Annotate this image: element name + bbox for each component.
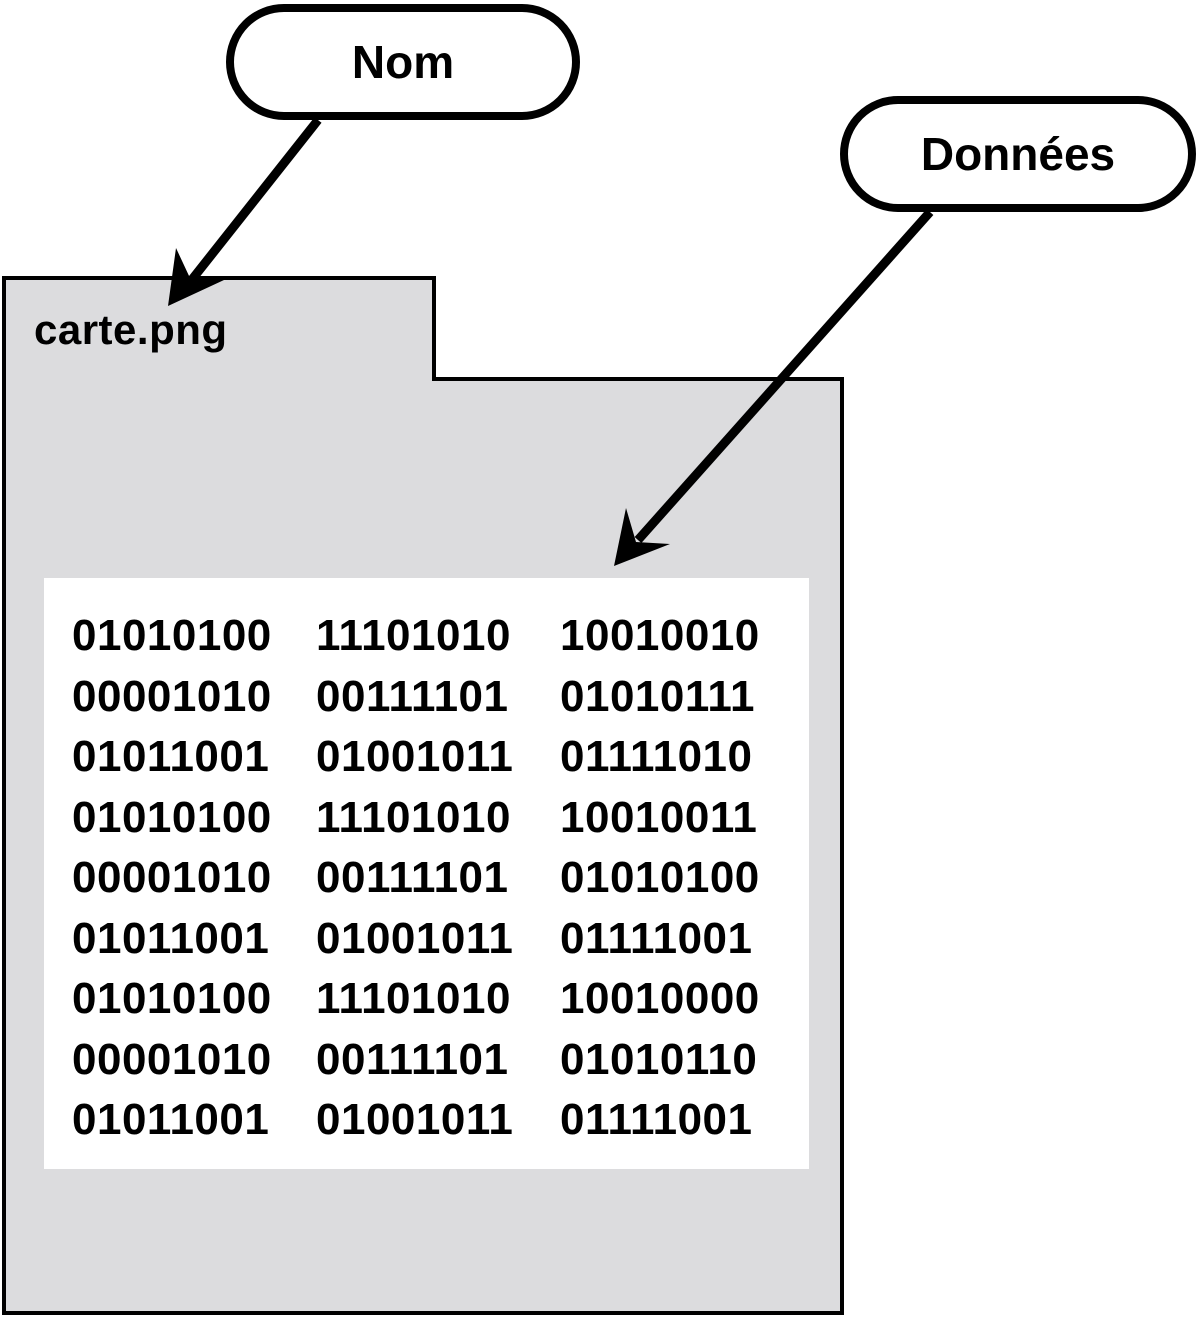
data-row: 01011001 01001011 01111001 bbox=[72, 909, 792, 969]
data-byte: 00001010 bbox=[72, 671, 272, 721]
data-byte: 11101010 bbox=[316, 792, 511, 842]
name-callout: Nom bbox=[226, 4, 580, 120]
data-byte: 00001010 bbox=[72, 853, 272, 902]
data-callout-label: Données bbox=[920, 128, 1116, 180]
data-byte: 01111001 bbox=[560, 913, 753, 963]
data-arrow-head bbox=[614, 508, 670, 566]
data-byte: 00111101 bbox=[316, 671, 509, 721]
data-row: 00001010 00111101 01010111 bbox=[72, 667, 792, 727]
data-callout: Données bbox=[840, 96, 1196, 212]
data-arrow-line bbox=[634, 209, 934, 543]
data-byte: 11101010 bbox=[316, 611, 511, 660]
data-byte: 01010110 bbox=[560, 1034, 758, 1084]
data-byte: 01011001 bbox=[72, 1095, 270, 1144]
data-byte: 10010010 bbox=[560, 611, 760, 660]
data-byte: 00001010 bbox=[72, 1034, 272, 1084]
data-row: 01011001 01001011 01111010 bbox=[72, 727, 792, 787]
name-arrow-head bbox=[168, 248, 224, 306]
data-byte: 10010000 bbox=[560, 974, 760, 1023]
data-byte: 01010100 bbox=[72, 974, 272, 1023]
data-byte: 01111001 bbox=[560, 1095, 753, 1144]
data-byte: 01010100 bbox=[72, 611, 272, 660]
data-row: 01011001 01001011 01111001 bbox=[72, 1090, 792, 1150]
data-byte: 10010011 bbox=[560, 792, 758, 842]
data-row: 00001010 00111101 01010110 bbox=[72, 1030, 792, 1090]
file-data-panel: 01010100 11101010 10010010 00001010 00111101… bbox=[44, 578, 809, 1169]
data-row: 01010100 11101010 10010000 bbox=[72, 969, 792, 1029]
data-byte: 01011001 bbox=[72, 732, 270, 781]
data-byte: 01001011 bbox=[316, 732, 514, 781]
file-name-label: carte.png bbox=[34, 306, 228, 353]
data-byte: 01010100 bbox=[560, 853, 760, 902]
data-row: 01010100 11101010 10010010 bbox=[72, 606, 792, 666]
data-byte: 01111010 bbox=[560, 732, 753, 781]
data-byte: 01010111 bbox=[560, 671, 755, 721]
data-row: 00001010 00111101 01010100 bbox=[72, 848, 792, 908]
data-byte: 00111101 bbox=[316, 853, 509, 902]
data-byte: 01010100 bbox=[72, 792, 272, 842]
data-byte: 01001011 bbox=[316, 913, 514, 963]
data-byte: 01011001 bbox=[72, 913, 270, 963]
data-byte: 11101010 bbox=[316, 974, 511, 1023]
data-row: 01010100 11101010 10010011 bbox=[72, 788, 792, 848]
name-arrow-line bbox=[186, 117, 322, 285]
data-byte: 00111101 bbox=[316, 1034, 509, 1084]
data-byte: 01001011 bbox=[316, 1095, 514, 1144]
name-callout-label: Nom bbox=[351, 36, 455, 88]
